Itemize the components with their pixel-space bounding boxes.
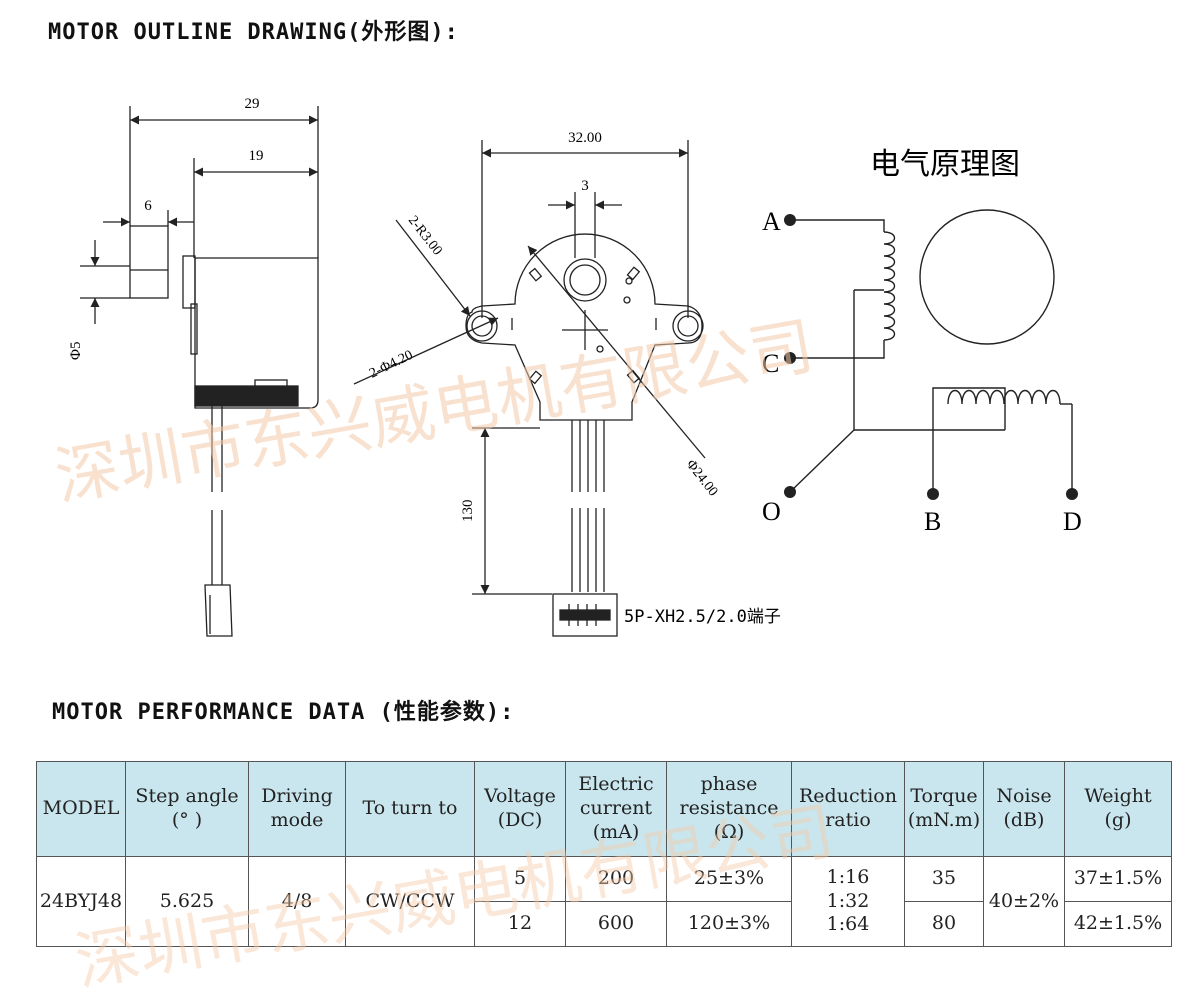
dim-body-diameter: Φ24.00 bbox=[683, 457, 721, 499]
performance-heading: MOTOR PERFORMANCE DATA (性能参数): bbox=[52, 700, 515, 725]
cell-driving-mode: 4/8 bbox=[248, 856, 346, 947]
schematic-title: 电气原理图 bbox=[870, 148, 1020, 181]
dim-radius: 2-R3.00 bbox=[405, 213, 445, 258]
side-view bbox=[80, 106, 319, 637]
cell-torque: 35 bbox=[904, 856, 984, 902]
terminal-o: O bbox=[762, 497, 781, 526]
cell-noise: 40±2% bbox=[983, 856, 1065, 947]
cell-voltage: 5 bbox=[474, 856, 566, 902]
dim-29: 29 bbox=[245, 96, 260, 112]
terminal-b: B bbox=[924, 507, 941, 536]
table-row: 12 600 120±3% 80 42±1.5% bbox=[37, 901, 1172, 947]
dim-hole: 2-Φ4.20 bbox=[367, 348, 415, 382]
schematic bbox=[789, 209, 1073, 494]
cell-model: 24BYJ48 bbox=[36, 856, 126, 947]
ratio-value: 1:32 bbox=[826, 889, 870, 912]
outline-heading: MOTOR OUTLINE DRAWING(外形图): bbox=[48, 20, 459, 45]
cell-current: 200 bbox=[565, 856, 667, 902]
outline-drawing: 29 19 6 Φ5 bbox=[68, 96, 1082, 637]
cell-voltage: 12 bbox=[474, 901, 566, 947]
terminal-c: C bbox=[762, 349, 779, 378]
cell-resistance: 120±3% bbox=[666, 901, 792, 947]
col-torque: Torque(mN.m) bbox=[904, 761, 984, 857]
connector-label: 5P-XH2.5/2.0端子 bbox=[624, 607, 781, 627]
dim-6: 6 bbox=[144, 198, 152, 214]
table-row: 24BYJ48 5.625 4/8 CW/CCW 5 200 25±3% 1:1… bbox=[36, 856, 1172, 947]
col-turn: To turn to bbox=[345, 761, 475, 857]
cell-step-angle: 5.625 bbox=[125, 856, 249, 947]
cell-resistance: 25±3% bbox=[666, 856, 792, 902]
cell-weight: 37±1.5% bbox=[1064, 856, 1172, 902]
front-view bbox=[353, 140, 706, 637]
dim-shaft-diameter: Φ5 bbox=[68, 342, 84, 360]
cell-turn: CW/CCW bbox=[345, 856, 475, 947]
cell-ratio: 1:16 1:32 1:64 bbox=[791, 856, 905, 947]
cell-torque: 80 bbox=[904, 901, 984, 947]
col-noise: Noise(dB) bbox=[983, 761, 1065, 857]
cell-current: 600 bbox=[565, 901, 667, 947]
dim-wire-length: 130 bbox=[460, 500, 476, 523]
schematic-terminals bbox=[784, 214, 1078, 500]
dim-19: 19 bbox=[249, 148, 264, 164]
dim-shaft: 3 bbox=[581, 178, 589, 194]
col-weight: Weight(g) bbox=[1064, 761, 1172, 857]
col-model: MODEL bbox=[36, 761, 126, 857]
col-step-angle: Step angle(° ) bbox=[125, 761, 249, 857]
dim-width: 32.00 bbox=[568, 130, 602, 146]
terminal-d: D bbox=[1063, 507, 1082, 536]
cell-weight: 42±1.5% bbox=[1064, 901, 1172, 947]
ratio-value: 1:64 bbox=[826, 913, 870, 936]
terminal-a: A bbox=[762, 207, 781, 236]
ratio-value: 1:16 bbox=[826, 865, 870, 888]
col-voltage: Voltage(DC) bbox=[474, 761, 566, 857]
